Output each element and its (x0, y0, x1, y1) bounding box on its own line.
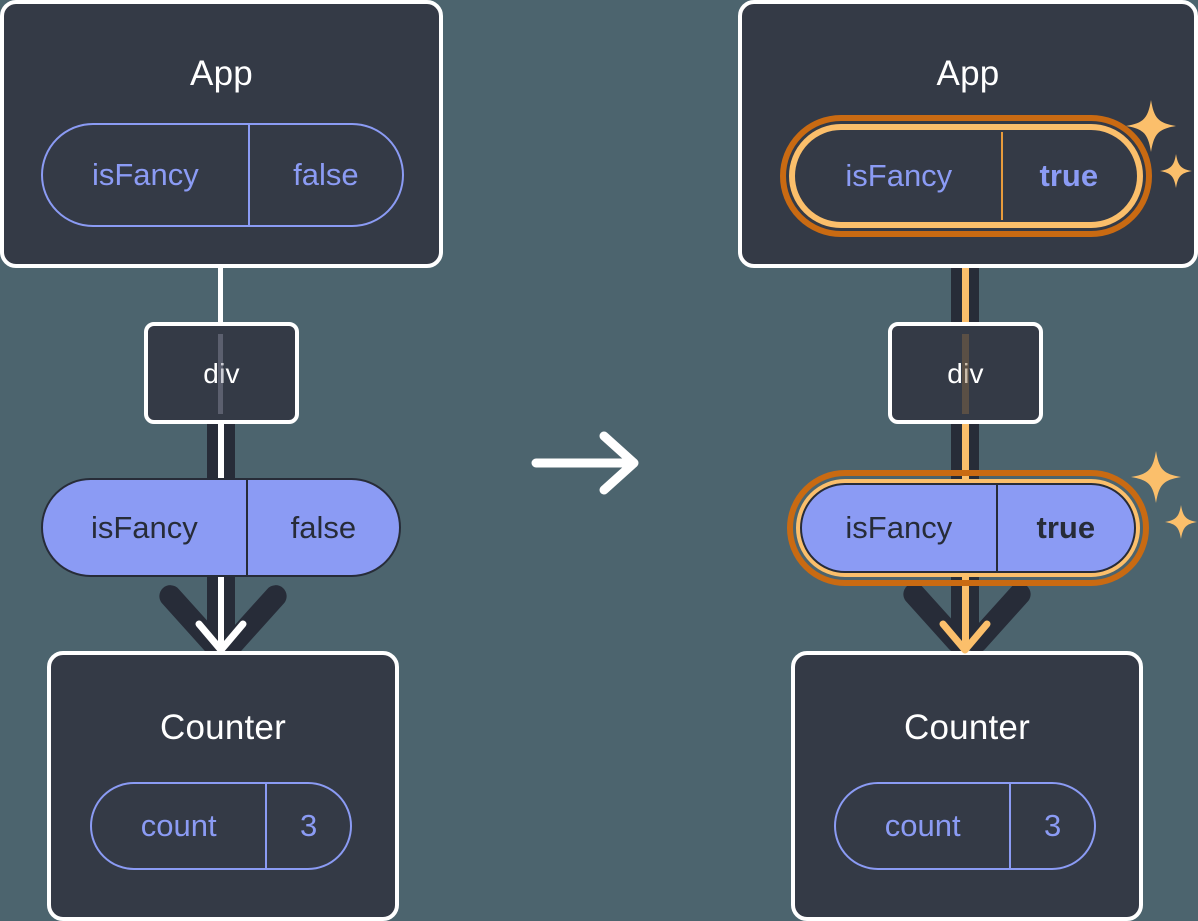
after-connector-div-prop-core (962, 420, 969, 485)
before-app-state-pill: isFancy false (41, 123, 404, 227)
transition-arrow-icon (531, 431, 639, 495)
before-prop-key: isFancy (90, 509, 198, 545)
after-counter-state-key: count (884, 808, 961, 843)
before-connector-prop-counter-core (218, 573, 224, 651)
before-counter-state-pill: count 3 (90, 782, 352, 870)
after-connector-through-div (962, 334, 969, 414)
before-prop-pill: isFancy false (41, 478, 401, 577)
before-counter-box: Counter (47, 651, 399, 921)
before-connector-div-prop-core (218, 420, 224, 485)
before-counter-title: Counter (160, 708, 286, 747)
after-app-state-key: isFancy (845, 158, 953, 193)
after-prop-highlight-ring-inner (796, 479, 1140, 577)
before-app-state-key: isFancy (91, 157, 199, 192)
before-prop-value: false (245, 480, 399, 575)
before-flow-arrowhead (195, 620, 247, 654)
after-counter-state-value: 3 (1009, 784, 1094, 868)
after-counter-title: Counter (904, 708, 1030, 747)
after-prop-pill: isFancy true (800, 483, 1136, 573)
before-div-box: div (144, 322, 299, 424)
before-div-title: div (203, 358, 240, 389)
after-div-box: div (888, 322, 1043, 424)
after-div-title: div (947, 358, 984, 389)
after-counter-state-pill: count 3 (834, 782, 1096, 870)
after-app-sparkle-icon (1126, 100, 1192, 188)
after-prop-sparkle-icon (1131, 451, 1197, 539)
before-connector-app-div (218, 262, 223, 324)
after-app-state-highlight-ring (780, 115, 1152, 237)
after-app-title: App (936, 54, 1000, 93)
after-app-state-value: true (1000, 132, 1135, 220)
before-counter-state-key: count (140, 808, 217, 843)
before-app-state-value: false (247, 125, 402, 225)
before-connector-through-div (218, 334, 223, 414)
after-connector-prop-counter-core (962, 573, 969, 651)
before-counter-state-value: 3 (265, 784, 350, 868)
before-app-title: App (190, 54, 253, 93)
after-connector-app-div-core (962, 210, 969, 328)
after-prop-key: isFancy (845, 510, 953, 545)
after-prop-value: true (995, 485, 1134, 571)
after-app-state-highlight-ring-inner (789, 124, 1143, 228)
after-flow-arrowhead (939, 620, 991, 654)
after-app-state-pill: isFancy true (795, 130, 1137, 222)
after-prop-highlight-ring (787, 470, 1149, 586)
